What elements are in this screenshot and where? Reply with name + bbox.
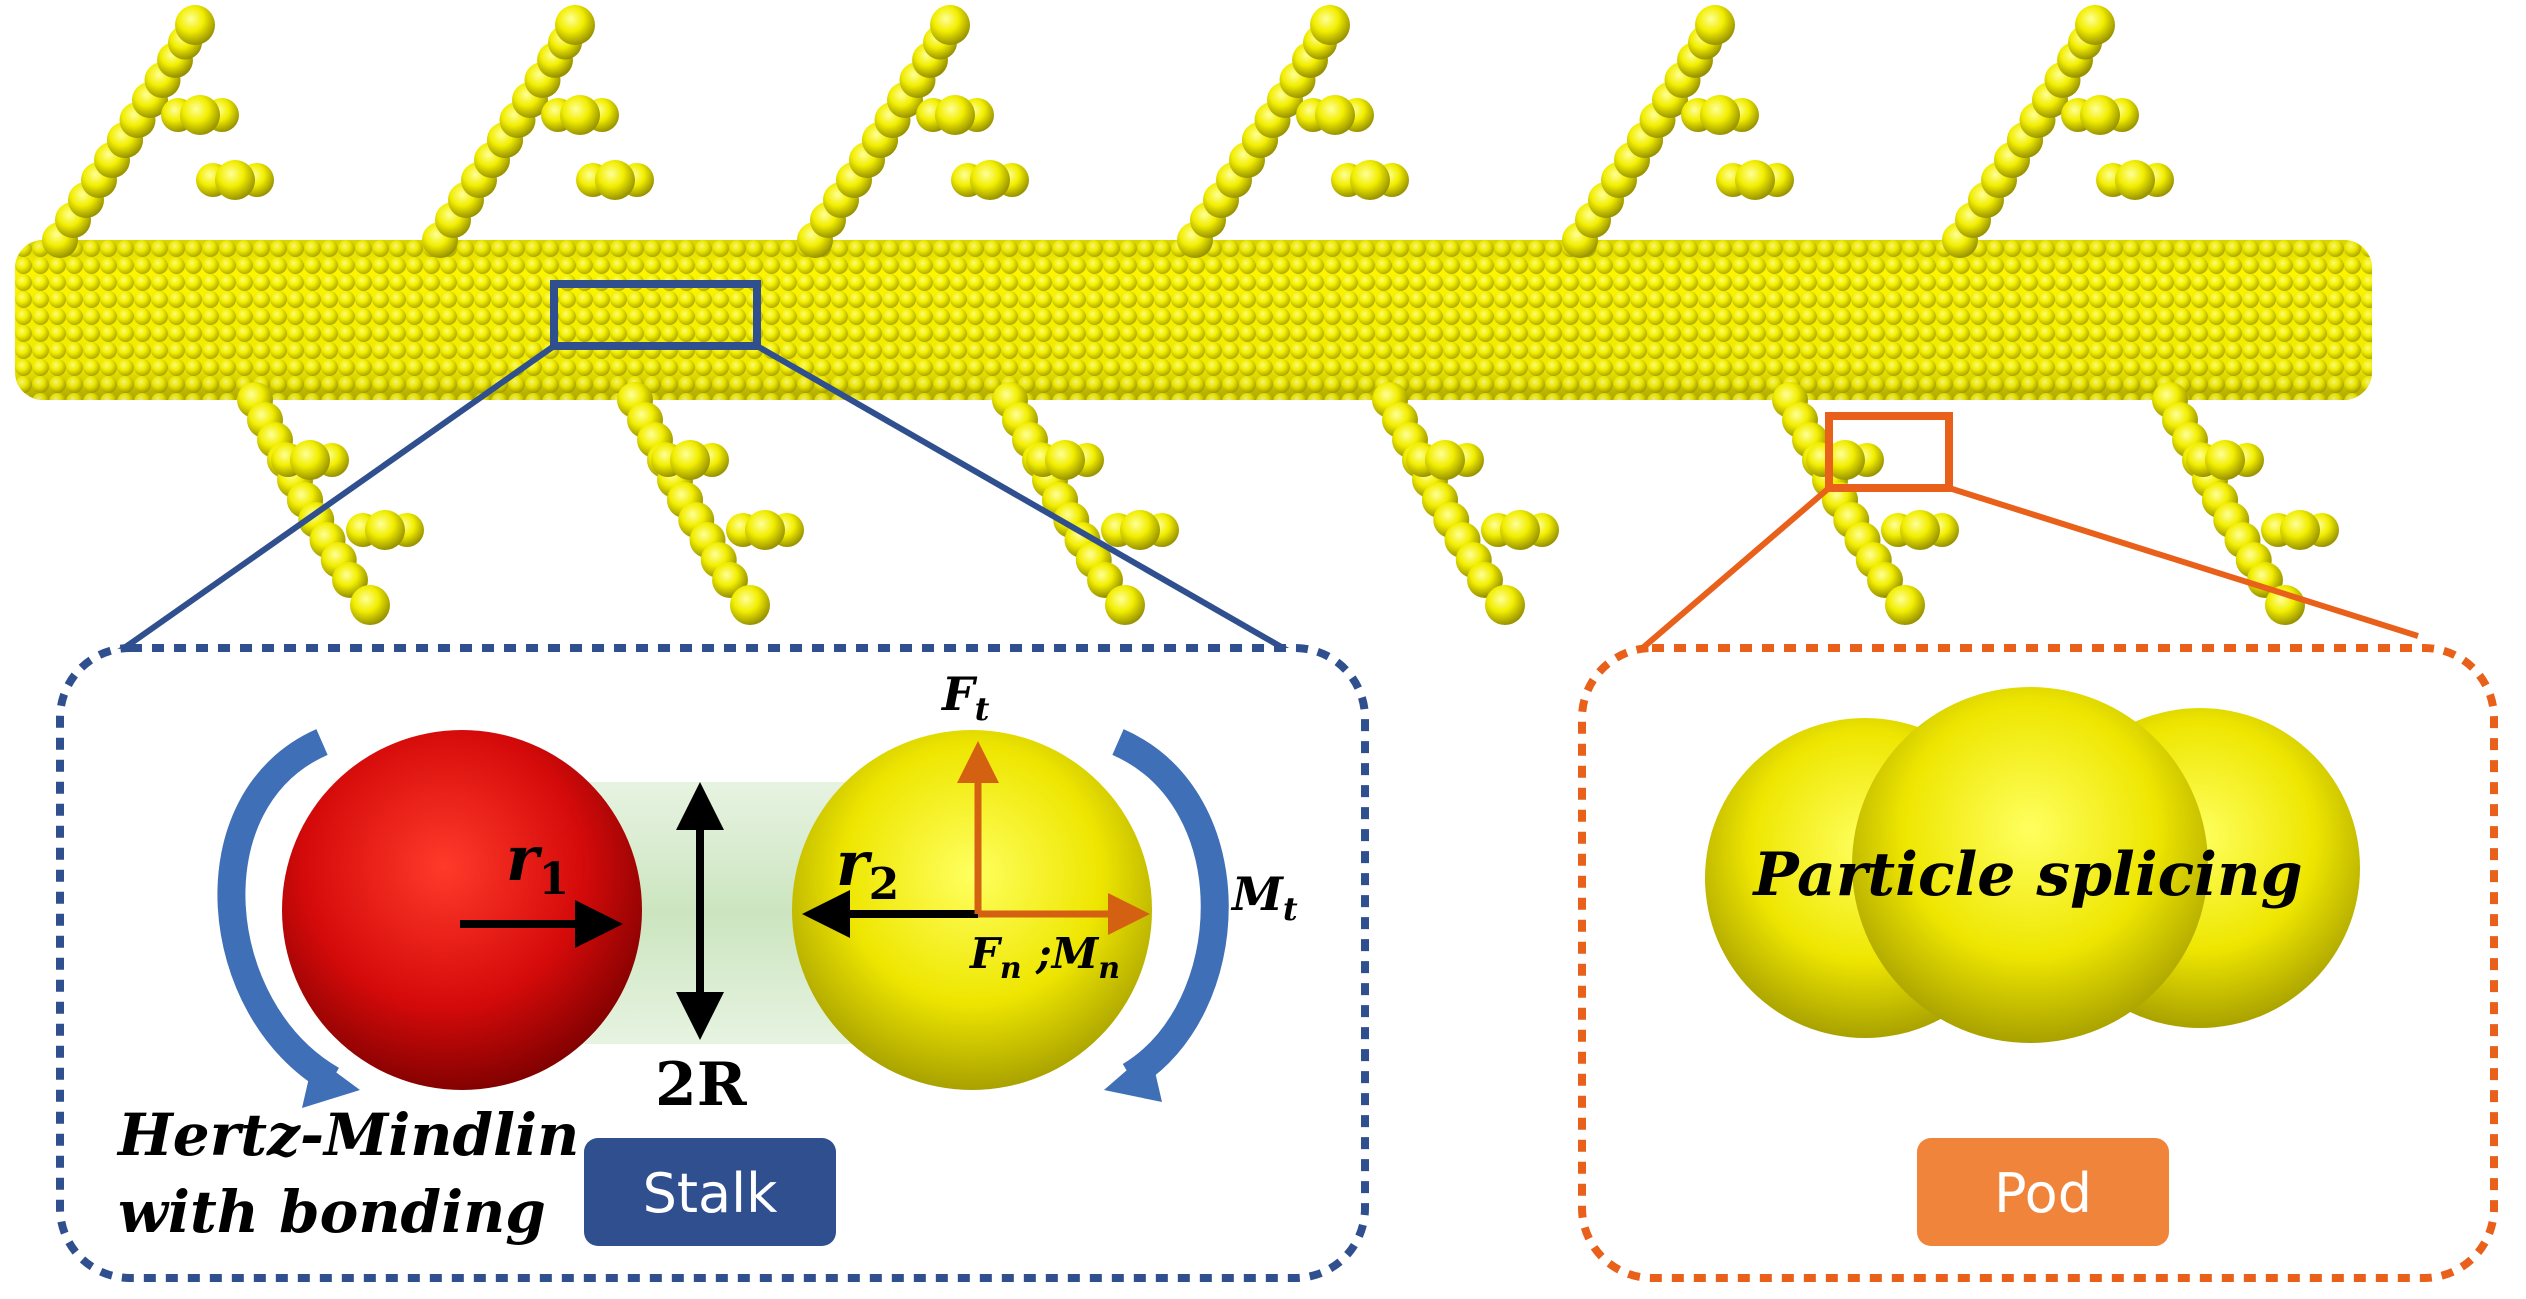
branch-bead (2115, 160, 2155, 200)
branch-bead (1825, 440, 1865, 480)
two-r-label: 2R (655, 1050, 748, 1120)
branch-bead (1105, 585, 1145, 625)
branch-bead (560, 95, 600, 135)
branch-bead (350, 585, 390, 625)
branch-bead (1868, 563, 1902, 597)
stalk-zoom-indicator (108, 280, 1292, 661)
branch-bead (1900, 510, 1940, 550)
fn-mn-label: Fn ;Mn (969, 929, 1120, 986)
branch-bead (595, 160, 635, 200)
branch-bead (670, 440, 710, 480)
particle-splicing-label: Particle splicing (1751, 840, 2302, 910)
branch-bead (1315, 95, 1355, 135)
branch-bead (1468, 563, 1502, 597)
branch-bead (1885, 585, 1925, 625)
branch-bead (1045, 440, 1085, 480)
curved-arrow-icon (217, 729, 340, 1093)
branch-bead (1500, 510, 1540, 550)
pod-particle-center (1852, 687, 2208, 1043)
branch-bead (1088, 563, 1122, 597)
branch-bead (745, 510, 785, 550)
branch-bead (713, 563, 747, 597)
branch-bead (935, 95, 975, 135)
branch-bead (555, 5, 595, 45)
branch-bead (930, 5, 970, 45)
branch-bead (2080, 95, 2120, 135)
branch-bead (2205, 440, 2245, 480)
branch-bead (290, 440, 330, 480)
curved-arrow-icon (302, 1056, 360, 1108)
red-particle (282, 730, 642, 1090)
stalk-tag-label: Stalk (643, 1162, 779, 1225)
branch-bead (970, 160, 1010, 200)
ft-label: Ft (940, 667, 990, 728)
pod-detail-panel: Particle splicing Pod (1578, 644, 2498, 1282)
branch-bead (1735, 160, 1775, 200)
branches (42, 5, 2339, 625)
curved-arrow-icon (1104, 1050, 1162, 1102)
r1-label: r1 (506, 822, 569, 905)
branch-bead (365, 510, 405, 550)
branch-bead (1700, 95, 1740, 135)
branch-bead (180, 95, 220, 135)
model-label-line1: Hertz-Mindlin (116, 1101, 579, 1169)
stalk-detail-panel: r1 r2 Ft Mt Fn ;Mn 2R Hertz-Mindlin with… (56, 644, 1369, 1282)
branch-bead (1695, 5, 1735, 45)
branch-bead (333, 563, 367, 597)
stalk-stem (15, 240, 2372, 400)
branch-bead (2280, 510, 2320, 550)
branch-bead (215, 160, 255, 200)
model-label-line2: with bonding (118, 1178, 546, 1246)
stalk-tag (584, 1138, 836, 1246)
branch-bead (175, 5, 215, 45)
branch-bead (1485, 585, 1525, 625)
mt-label: Mt (1230, 867, 1298, 928)
pod-tag (1917, 1138, 2169, 1246)
branch-bead (2075, 5, 2115, 45)
pod-zoom-indicator (1636, 412, 2419, 655)
r2-label: r2 (836, 827, 899, 910)
branch-bead (1120, 510, 1160, 550)
branch-bead (1310, 5, 1350, 45)
branch-bead (730, 585, 770, 625)
branch-bead (1425, 440, 1465, 480)
curved-arrow-icon (1111, 729, 1229, 1088)
branch-bead (1350, 160, 1390, 200)
pod-tag-label: Pod (1994, 1162, 2092, 1225)
